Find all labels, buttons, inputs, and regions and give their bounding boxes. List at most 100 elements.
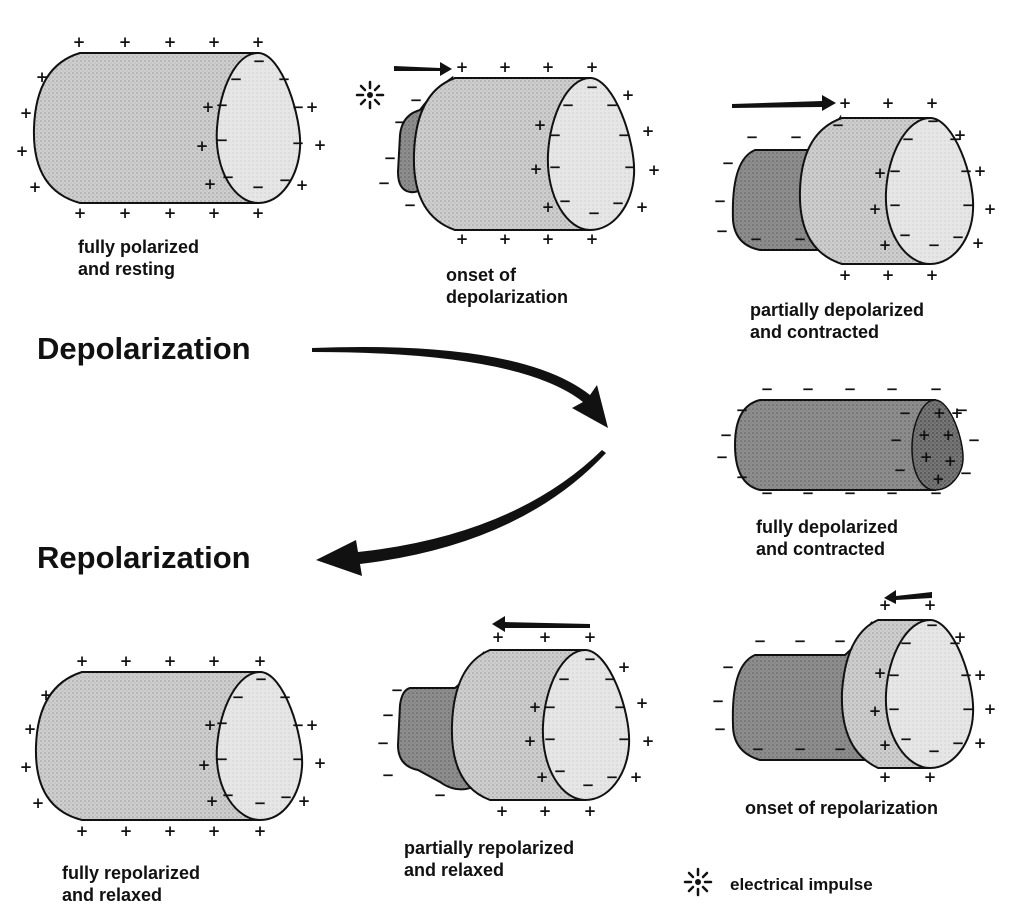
label-onset-depolarization: onset of depolarization (446, 265, 569, 307)
negative-charge: − (606, 768, 619, 786)
positive-charge: + (882, 266, 895, 284)
svg-text:+: + (944, 452, 957, 470)
negative-charge: − (394, 113, 407, 131)
positive-charge: + (208, 652, 221, 670)
negative-charge: − (714, 720, 727, 738)
negative-charge: − (378, 174, 391, 192)
negative-charge: − (900, 634, 913, 652)
impulse-arrow-partial (732, 95, 836, 111)
positive-charge: + (642, 122, 655, 140)
negative-charge: − (216, 714, 229, 732)
negative-charge: − (952, 734, 965, 752)
negative-charge: − (544, 730, 557, 748)
positive-charge: + (492, 628, 505, 646)
negative-charge: − (902, 130, 915, 148)
negative-charge: − (377, 734, 390, 752)
depolarization-curve-arrow (312, 346, 608, 428)
svg-text:+: + (932, 470, 945, 488)
positive-charge: + (869, 702, 882, 720)
positive-charge: + (206, 792, 219, 810)
negative-charge: − (927, 112, 940, 130)
positive-charge: + (314, 136, 327, 154)
negative-charge: − (889, 196, 902, 214)
negative-charge: − (278, 70, 291, 88)
positive-charge: + (252, 33, 265, 51)
negative-charge: − (292, 750, 305, 768)
positive-charge: + (618, 658, 631, 676)
negative-charge: − (216, 96, 229, 114)
label-onset-repolarization: onset of repolarization (745, 798, 939, 818)
positive-charge: + (924, 596, 937, 614)
negative-charge: − (832, 116, 845, 134)
positive-charge: + (536, 768, 549, 786)
cell-onset-repolarization (731, 618, 975, 770)
positive-charge: + (119, 204, 132, 222)
positive-charge: + (16, 142, 29, 160)
negative-charge: − (928, 236, 941, 254)
negative-charge: − (384, 149, 397, 167)
negative-charge: − (586, 78, 599, 96)
negative-charge: − (222, 168, 235, 186)
positive-charge: + (204, 175, 217, 193)
negative-charge: − (549, 158, 562, 176)
negative-charge: − (216, 750, 229, 768)
negative-charge: − (761, 484, 774, 502)
negative-charge: − (582, 776, 595, 794)
positive-charge: + (974, 666, 987, 684)
positive-charge: + (636, 694, 649, 712)
positive-charge: + (254, 822, 267, 840)
positive-charge: + (648, 161, 661, 179)
positive-charge: + (879, 236, 892, 254)
label-fully-polarized: fully polarized and resting (78, 237, 200, 279)
positive-charge: + (164, 33, 177, 51)
negative-charge: − (794, 740, 807, 758)
label-fully-depolarized: fully depolarized and contracted (756, 517, 899, 559)
positive-charge: + (530, 160, 543, 178)
label-partially-repolarized: partially repolarized and relaxed (404, 838, 575, 880)
positive-charge: + (164, 822, 177, 840)
negative-charge: − (894, 461, 907, 479)
negative-charge: − (890, 431, 903, 449)
negative-charge: − (292, 98, 305, 116)
negative-charge: − (952, 228, 965, 246)
negative-charge: − (434, 786, 447, 804)
positive-charge: + (542, 198, 555, 216)
negative-charge: − (754, 632, 767, 650)
positive-charge: + (73, 33, 86, 51)
negative-charge: − (889, 162, 902, 180)
positive-charge: + (20, 104, 33, 122)
negative-charge: − (844, 484, 857, 502)
positive-charge: + (542, 58, 555, 76)
positive-charge: + (496, 802, 509, 820)
positive-charge: + (524, 732, 537, 750)
negative-charge: − (888, 700, 901, 718)
negative-charge: − (279, 688, 292, 706)
heading-depolarization: Depolarization (37, 331, 251, 366)
negative-charge: − (720, 426, 733, 444)
positive-charge: + (879, 736, 892, 754)
negative-charge: − (834, 632, 847, 650)
positive-charge: + (120, 652, 133, 670)
negative-charge: − (794, 632, 807, 650)
negative-charge: − (928, 742, 941, 760)
positive-charge: + (164, 652, 177, 670)
positive-charge: + (954, 126, 967, 144)
negative-charge: − (254, 794, 267, 812)
positive-charge: + (874, 664, 887, 682)
negative-charge: − (562, 96, 575, 114)
positive-charge: + (36, 68, 49, 86)
positive-charge: + (642, 732, 655, 750)
positive-charge: + (879, 768, 892, 786)
cell-partially-repolarized (396, 648, 631, 802)
negative-charge: − (232, 688, 245, 706)
negative-charge: − (216, 131, 229, 149)
negative-charge: − (292, 716, 305, 734)
cell-fully-polarized (32, 51, 302, 205)
positive-charge: + (874, 164, 887, 182)
positive-charge: + (314, 754, 327, 772)
positive-charge: + (204, 716, 217, 734)
positive-charge: + (984, 200, 997, 218)
positive-charge: + (456, 58, 469, 76)
negative-charge: − (794, 230, 807, 248)
